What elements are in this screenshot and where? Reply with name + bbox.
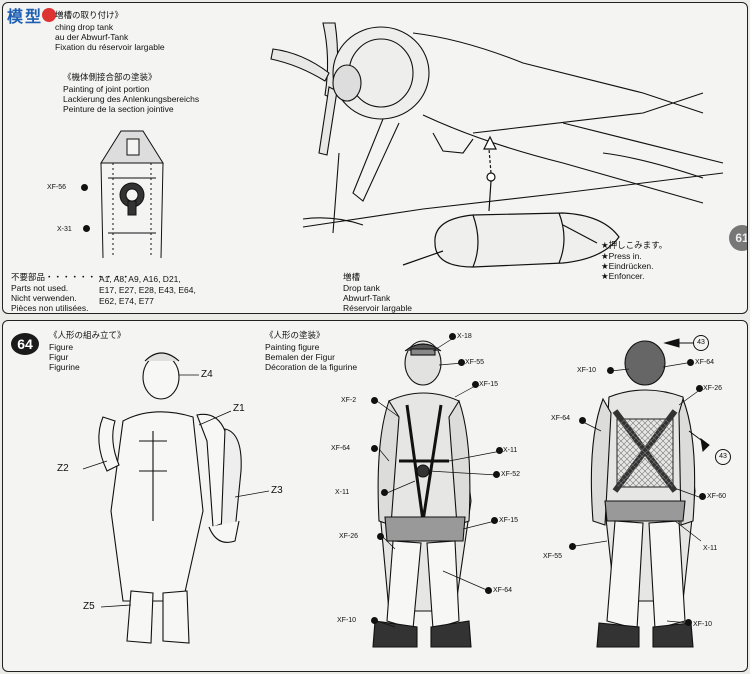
drop-tank-label-fr: Réservoir largable: [343, 303, 412, 313]
step-64-figure-panel: 64 《人形の組み立て》 Figure Figur Figurine 《人形の塗…: [2, 320, 748, 672]
paint-title-de: Bemalen der Figur: [265, 352, 335, 362]
ref-43-badge: 43: [693, 335, 709, 351]
press-in-en: ★Press in.: [601, 251, 642, 261]
paint-dot-icon: [579, 417, 586, 424]
front-color-x11: X-11: [503, 447, 518, 454]
figure-line-art: [82, 336, 710, 648]
drop-tank-label-de: Abwurf-Tank: [343, 293, 391, 303]
paint-dot-icon: [371, 445, 378, 452]
back-color-xf64: XF-64: [695, 359, 715, 366]
press-in-jp: ★押しこみます。: [601, 241, 668, 251]
step-number-badge: 64: [11, 333, 39, 355]
part-z2-label: Z2: [57, 463, 69, 474]
paint-dot-icon: [696, 385, 703, 392]
drop-tank-title-en: ching drop tank: [55, 22, 114, 32]
drop-tank-label-en: Drop tank: [343, 283, 380, 293]
parts-list-3: E62, E74, E77: [99, 296, 154, 306]
paint-dot-icon: [81, 184, 88, 191]
front-color-xf10: XF-10: [337, 617, 357, 624]
svg-text:模: 模: [7, 7, 24, 26]
paint-dot-icon: [496, 447, 503, 454]
paint-dot-icon: [449, 333, 456, 340]
parts-not-used-en: Parts not used.: [11, 283, 69, 293]
back-color-xf64-2: XF-64: [551, 415, 571, 422]
paint-title-jp: 《人形の塗装》: [265, 331, 325, 341]
drop-tank-title-fr: Fixation du réservoir largable: [55, 42, 165, 52]
front-color-xf52: XF-52: [501, 471, 521, 478]
joint-title-en: Painting of joint portion: [63, 84, 150, 94]
step-drop-tank-panel: 模 型 増槽の取り付け》 ching drop tank au der Abwu…: [2, 2, 748, 314]
paint-dot-icon: [685, 619, 692, 626]
back-color-xf60: XF-60: [707, 493, 727, 500]
back-color-x11: X-11: [703, 545, 718, 552]
paint-title-fr: Décoration de la figurine: [265, 362, 358, 372]
figure-title-jp: 《人形の組み立て》: [49, 331, 126, 341]
parts-not-used-fr: Pièces non utilisées.: [11, 303, 89, 313]
parts-not-used-de: Nicht verwenden.: [11, 293, 77, 303]
color-xf56-label: XF-56: [47, 184, 67, 191]
paint-dot-icon: [607, 367, 614, 374]
svg-text:型: 型: [25, 7, 41, 26]
paint-dot-icon: [83, 225, 90, 232]
color-x31-label: X-31: [57, 226, 72, 233]
back-color-xf10-2: XF-10: [693, 621, 713, 628]
joint-title-jp: 《機体側接合部の塗装》: [63, 73, 157, 83]
paint-dot-icon: [458, 359, 465, 366]
front-color-xf64-2: XF-64: [493, 587, 513, 594]
front-color-xf26: XF-26: [339, 533, 359, 540]
press-in-fr: ★Enfoncer.: [601, 271, 645, 281]
figure-title-en: Figure: [49, 342, 74, 352]
paint-dot-icon: [371, 617, 378, 624]
front-color-xf2: XF-2: [341, 397, 357, 404]
front-color-xf64: XF-64: [331, 445, 351, 452]
front-color-xf15: XF-15: [479, 381, 499, 388]
drop-tank-label-jp: 増槽: [343, 273, 361, 283]
site-logo-icon: 模 型: [5, 5, 61, 27]
line-art-drawing: [100, 22, 724, 268]
figure-title-de: Figur: [49, 352, 69, 362]
back-color-xf55: XF-55: [543, 553, 563, 560]
parts-list-2: E17, E27, E28, E43, E64,: [99, 285, 196, 295]
paint-dot-icon: [377, 533, 384, 540]
paint-dot-icon: [699, 493, 706, 500]
front-color-x11-2: X-11: [335, 489, 350, 496]
paint-dot-icon: [381, 489, 388, 496]
paint-dot-icon: [472, 381, 479, 388]
part-z5-label: Z5: [83, 601, 95, 612]
figure-title-fr: Figurine: [49, 362, 80, 372]
paint-title-en: Painting figure: [265, 342, 320, 352]
part-z1-label: Z1: [233, 403, 245, 414]
part-z3-label: Z3: [271, 485, 283, 496]
drop-tank-title-jp: 増槽の取り付け》: [55, 11, 124, 21]
parts-list-1: A1, A8, A9, A16, D21,: [99, 274, 181, 284]
back-color-xf10: XF-10: [577, 367, 597, 374]
paint-dot-icon: [485, 587, 492, 594]
joint-title-fr: Peinture de la section jointive: [63, 104, 174, 114]
paint-dot-icon: [493, 471, 500, 478]
drop-tank-title-de: au der Abwurf-Tank: [55, 32, 129, 42]
part-z4-label: Z4: [201, 369, 213, 380]
side-step-badge: 61: [729, 225, 747, 251]
ref-43-badge-2: 43: [715, 449, 731, 465]
paint-dot-icon: [491, 517, 498, 524]
paint-dot-icon: [687, 359, 694, 366]
press-in-de: ★Eindrücken.: [601, 261, 654, 271]
paint-dot-icon: [371, 397, 378, 404]
joint-title-de: Lackierung des Anlenkungsbereichs: [63, 94, 200, 104]
front-color-xf15-2: XF-15: [499, 517, 519, 524]
front-color-x18: X-18: [457, 333, 472, 340]
paint-dot-icon: [569, 543, 576, 550]
parts-not-used-jp: 不要部品・・・・・・・・・・: [11, 273, 131, 283]
back-color-xf26: XF-26: [703, 385, 723, 392]
front-color-xf55: XF-55: [465, 359, 485, 366]
